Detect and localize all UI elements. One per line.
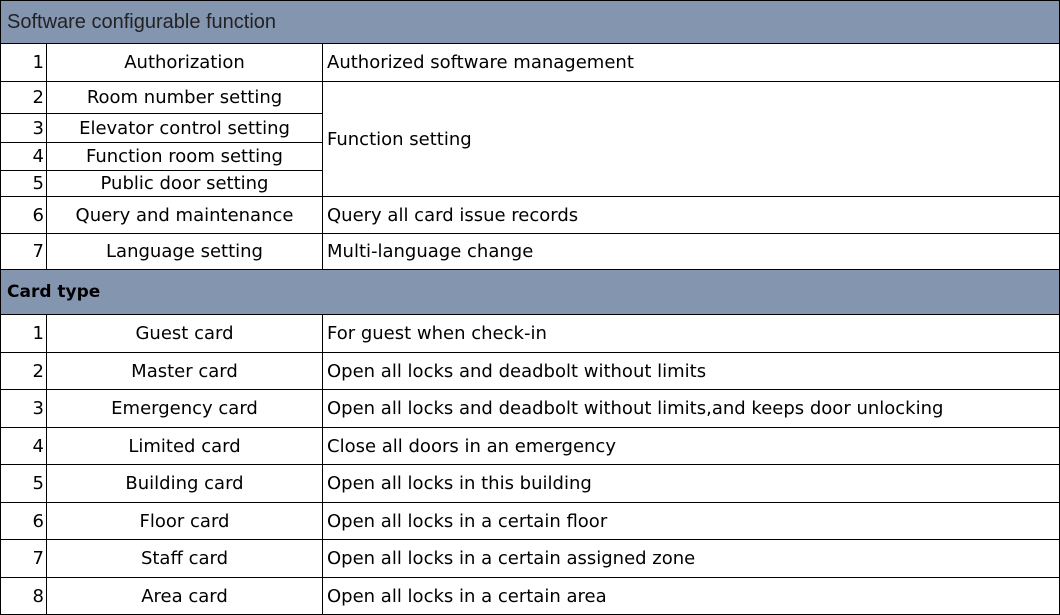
function-description: Multi-language change <box>322 233 1060 270</box>
row-number: 5 <box>0 170 47 197</box>
row-number: 2 <box>0 81 47 114</box>
function-name: Language setting <box>46 233 323 270</box>
card-type-name: Floor card <box>46 502 323 540</box>
row-number: 5 <box>0 464 47 503</box>
card-type-description: Open all locks in a certain area <box>322 577 1060 615</box>
row-number: 1 <box>0 43 47 82</box>
card-type-description: Open all locks in a certain floor <box>322 502 1060 540</box>
row-number: 2 <box>0 352 47 390</box>
card-type-description: Open all locks in this building <box>322 464 1060 503</box>
function-description: Authorized software management <box>322 43 1060 82</box>
row-number: 8 <box>0 577 47 615</box>
card-type-name: Emergency card <box>46 389 323 428</box>
card-type-name: Area card <box>46 577 323 615</box>
row-number: 6 <box>0 196 47 234</box>
row-number: 7 <box>0 539 47 578</box>
function-name: Elevator control setting <box>46 113 323 143</box>
card-type-description: Open all locks and deadbolt without limi… <box>322 389 1060 428</box>
function-description: Query all card issue records <box>322 196 1060 234</box>
function-name: Public door setting <box>46 170 323 197</box>
section-header-software: Software configurable function <box>0 0 1060 44</box>
card-type-description: Close all doors in an emergency <box>322 427 1060 465</box>
row-number: 4 <box>0 427 47 465</box>
function-description-merged: Function setting <box>322 81 1060 197</box>
row-number: 6 <box>0 502 47 540</box>
card-type-description: Open all locks in a certain assigned zon… <box>322 539 1060 578</box>
row-number: 7 <box>0 233 47 270</box>
row-number: 4 <box>0 142 47 171</box>
row-number: 3 <box>0 113 47 143</box>
card-type-name: Staff card <box>46 539 323 578</box>
function-name: Room number setting <box>46 81 323 114</box>
card-type-name: Limited card <box>46 427 323 465</box>
card-type-name: Master card <box>46 352 323 390</box>
row-number: 1 <box>0 314 47 353</box>
function-name: Query and maintenance <box>46 196 323 234</box>
section-header-card-type: Card type <box>0 269 1060 315</box>
card-type-name: Building card <box>46 464 323 503</box>
card-type-description: For guest when check-in <box>322 314 1060 353</box>
card-type-name: Guest card <box>46 314 323 353</box>
function-name: Authorization <box>46 43 323 82</box>
row-number: 3 <box>0 389 47 428</box>
function-name: Function room setting <box>46 142 323 171</box>
card-type-description: Open all locks and deadbolt without limi… <box>322 352 1060 390</box>
